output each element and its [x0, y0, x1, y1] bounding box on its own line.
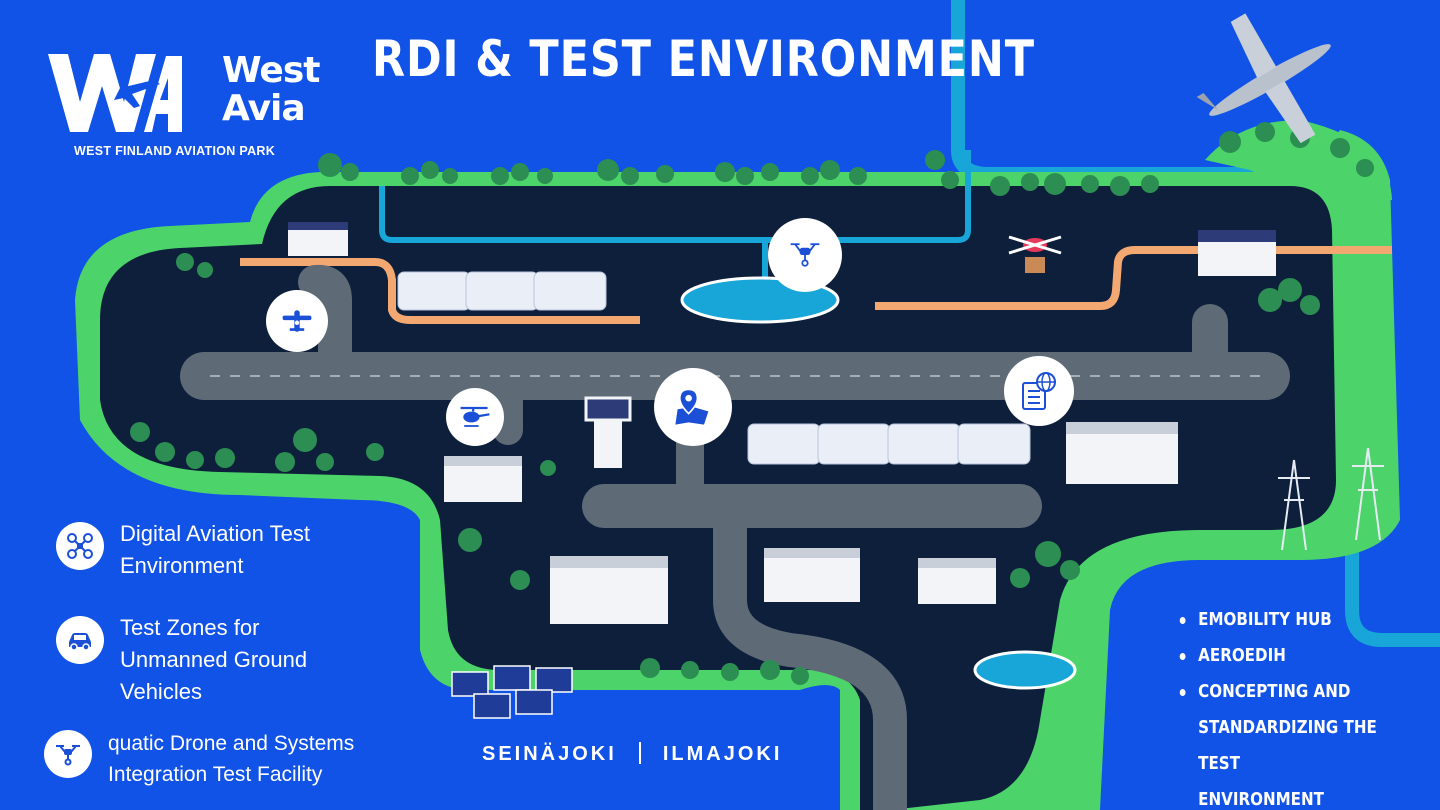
building-top-left — [288, 222, 348, 256]
taxiway-left — [298, 264, 352, 369]
location-marker[interactable] — [654, 368, 732, 446]
brand-name-line2: Avia — [222, 88, 306, 129]
feature-icon-circle — [44, 730, 92, 778]
network-marker[interactable] — [1004, 356, 1074, 426]
road-orange-left — [240, 258, 640, 324]
uav-aircraft — [1196, 13, 1331, 144]
solar-panels — [451, 665, 573, 719]
road-south — [713, 528, 907, 810]
brand-name-line1: West — [222, 50, 320, 91]
feature-label: quatic Drone and Systems Integration Tes… — [108, 732, 355, 786]
river-channel-top — [379, 150, 971, 243]
building-south-right — [918, 558, 996, 604]
program-list: EMOBILITY HUB AEROEDIH CONCEPTING AND ST… — [1178, 602, 1428, 810]
building-center-right — [1066, 422, 1178, 484]
page-title: RDI & TEST ENVIRONMENT — [372, 30, 1035, 88]
power-pylons — [1278, 447, 1384, 551]
bullet — [1179, 689, 1186, 696]
feature-icon-circle — [56, 522, 104, 570]
aircraft-marker[interactable] — [266, 290, 328, 352]
propeller-plane-icon — [282, 310, 312, 332]
globe-checklist-icon — [1022, 372, 1056, 410]
map-pin-icon — [675, 388, 709, 425]
trees — [130, 122, 1374, 685]
program-item: CONCEPTING AND STANDARDIZING THE TEST EN… — [1178, 674, 1388, 810]
drone-icon — [790, 243, 820, 267]
location-left: SEINÄJOKI — [482, 743, 617, 765]
feature-item: Test Zones for Unmanned Ground Vehicles — [44, 612, 424, 712]
program-label: EMOBILITY HUB — [1198, 609, 1332, 630]
program-item: EMOBILITY HUB — [1178, 602, 1388, 638]
hangars-top — [397, 271, 607, 311]
bullet — [1179, 653, 1186, 660]
pond-bottom — [973, 650, 1077, 690]
helicopter-icon — [460, 406, 490, 427]
apron — [582, 484, 1042, 528]
feature-icon-circle — [56, 616, 104, 664]
location-right: ILMAJOKI — [662, 743, 783, 765]
feature-item: quatic Drone and Systems Integration Tes… — [44, 728, 424, 794]
building-top-right — [1198, 230, 1276, 276]
drone-marker[interactable] — [768, 218, 842, 292]
building-south-center — [764, 548, 860, 602]
feature-item: Digital Aviation Test Environment — [44, 518, 424, 608]
brand-tagline: WEST FINLAND AVIATION PARK — [74, 144, 276, 158]
location-caption: SEINÄJOKI ILMAJOKI — [482, 742, 782, 766]
hangars-middle — [747, 423, 1031, 465]
program-label: CONCEPTING AND STANDARDIZING THE TEST EN… — [1198, 681, 1377, 810]
feature-label: Digital Aviation Test Environment — [120, 521, 310, 578]
program-item: AEROEDIH — [1178, 638, 1388, 674]
car-icon — [69, 633, 91, 651]
west-avia-logo: West Avia WEST FINLAND AVIATION PARK — [44, 48, 320, 166]
drone-icon — [67, 533, 93, 559]
building-helipad — [444, 456, 522, 502]
aquatic-drone-icon — [56, 745, 80, 766]
road-orange-right — [875, 246, 1392, 310]
program-label: AEROEDIH — [1198, 645, 1286, 666]
location-divider — [638, 742, 641, 764]
control-tower — [584, 396, 632, 468]
helicopter-marker[interactable] — [446, 388, 504, 446]
feature-label: Test Zones for Unmanned Ground Vehicles — [120, 615, 308, 704]
bullet — [1179, 617, 1186, 624]
delivery-drone — [1008, 235, 1062, 273]
building-south-left — [550, 556, 668, 624]
west-avia-logo-mark — [48, 54, 182, 132]
